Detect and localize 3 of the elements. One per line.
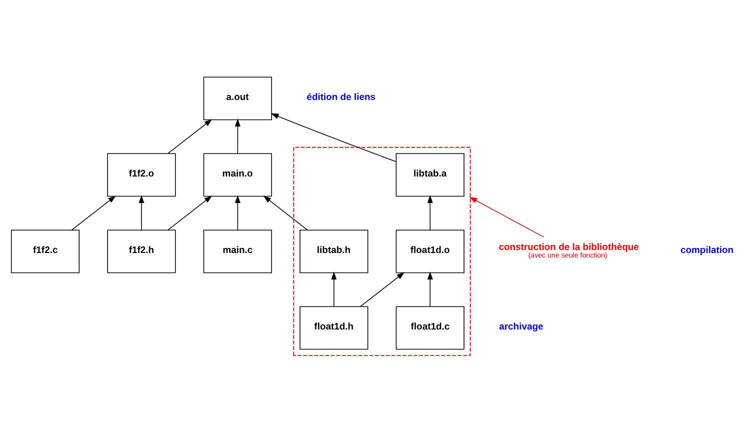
label: compilation (680, 245, 734, 256)
label: archivage (499, 322, 544, 333)
label: édition de liens (306, 92, 376, 104)
